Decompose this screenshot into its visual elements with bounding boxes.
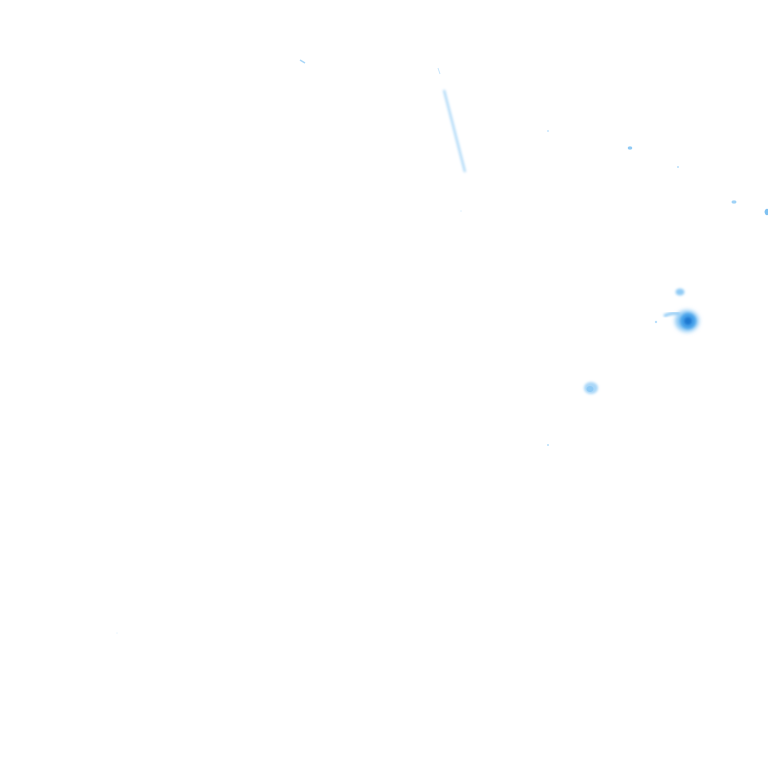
storm-cell-small	[584, 382, 598, 394]
precip-specks	[116, 59, 768, 634]
storm-cell-main	[654, 288, 699, 332]
precip-streak	[437, 67, 466, 173]
